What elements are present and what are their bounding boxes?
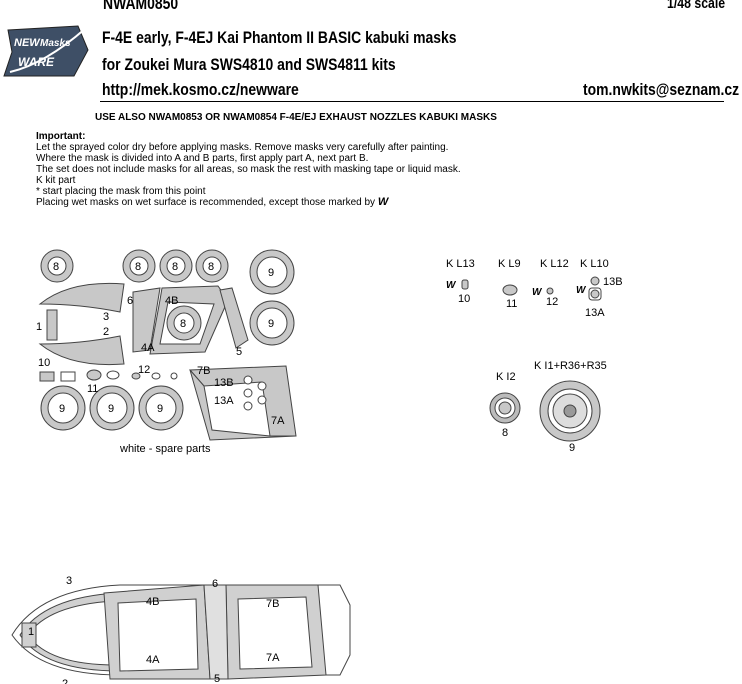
part-12-label: 12 [546,296,558,308]
mask-sheet: 8 8 8 8 9 9 8 1 3 2 6 4B 4A 5 10 11 12 7… [36,249,297,441]
instruction-line: Placing wet masks on wet surface is reco… [36,196,389,209]
label-9: 9 [268,318,274,330]
canopy-label-2: 2 [62,678,68,684]
canopy-label-5: 5 [214,673,220,684]
newware-logo: NEW Masks WARE [3,25,89,77]
wet-mark-icon: W [377,196,389,208]
title-line1: F-4E early, F-4EJ Kai Phantom II BASIC k… [102,28,457,47]
instructions-heading: Important: [36,131,86,142]
canopy-label-3: 3 [66,575,72,587]
logo-ware: WARE [18,55,55,69]
product-code: NWAM0850 [103,0,179,13]
email-link[interactable]: tom.nwkits@seznam.cz [583,80,740,99]
label-6: 6 [127,295,133,307]
instructions-block: Important: Let the sprayed color dry bef… [36,131,461,208]
kit-parts-diagrams: K L13 K L9 K L12 K L10 K I2 K I1+R36+R35… [446,258,623,454]
label-8: 8 [172,261,178,273]
label-4b: 4B [165,295,178,307]
label-9: 9 [157,403,163,415]
label-2: 2 [103,326,109,338]
label-12: 12 [138,364,150,376]
scale-label: 1/48 scale [667,0,726,12]
label-13b: 13B [214,377,234,389]
part-11-label: 11 [506,298,517,310]
label-1: 1 [36,321,42,333]
label-9: 9 [59,403,65,415]
instruction-line: Let the sprayed color dry before applyin… [36,142,449,153]
header-ki1: K I1+R36+R35 [534,360,607,372]
label-9: 9 [268,267,274,279]
website-link[interactable]: http://mek.kosmo.cz/newware [102,80,299,99]
mask-2 [38,335,125,366]
label-8: 8 [208,261,214,273]
label-9: 9 [108,403,114,415]
header-kl9: K L9 [498,258,521,270]
header-divider [100,101,724,102]
canopy-diagram: 3 1 2 4B 4A 6 5 7B 7A [11,575,351,684]
canopy-label-7b: 7B [266,598,279,610]
instruction-line: Where the mask is divided into A and B p… [36,153,369,164]
canopy-label-4b: 4B [146,596,159,608]
title-line2: for Zoukei Mura SWS4810 and SWS4811 kits [102,55,396,74]
label-8: 8 [53,261,59,273]
part-10-label: 10 [458,293,470,305]
mask-4a [132,287,161,353]
part-13b-label: 13B [603,276,623,288]
mask-11 [86,369,102,381]
mask-5 [219,287,249,349]
logo-new: NEW [14,37,41,49]
part-13a-label: 13A [585,307,605,319]
part-9-label: 9 [569,442,575,454]
canopy-label-7a: 7A [266,652,280,664]
mask-4b [149,285,229,355]
instruction-line: * start placing the mask from this point [36,186,206,197]
logo-masks: Masks [40,38,71,49]
label-5: 5 [236,346,242,358]
label-8: 8 [135,261,141,273]
header-ki2: K I2 [496,371,516,383]
instruction-line: The set does not include masks for all a… [36,164,461,175]
label-11: 11 [87,383,98,395]
mask-12 [131,372,141,380]
wet-mark-icon: W [576,285,587,296]
instruction-line: K kit part [36,175,76,186]
spare-parts-note: white - spare parts [120,443,211,455]
label-7b: 7B [197,365,210,377]
wet-mark-icon: W [532,287,543,298]
mask-1 [46,309,58,341]
label-13a: 13A [214,395,234,407]
header-kl10: K L10 [580,258,609,270]
header-kl13: K L13 [446,258,475,270]
label-8: 8 [180,318,186,330]
see-also-note: USE ALSO NWAM0853 OR NWAM0854 F-4E/EJ EX… [95,112,497,123]
label-3: 3 [103,311,109,323]
canopy-label-6: 6 [212,578,218,590]
part-8-label: 8 [502,427,508,439]
mask-7a [189,369,297,441]
wet-mark-icon: W [446,280,457,291]
label-10: 10 [38,357,50,369]
label-7a: 7A [271,415,285,427]
header-kl12: K L12 [540,258,569,270]
label-4a: 4A [141,342,155,354]
canopy-label-1: 1 [28,626,34,638]
canopy-label-4a: 4A [146,654,160,666]
mask-3 [38,282,125,313]
mask-10 [39,371,55,382]
